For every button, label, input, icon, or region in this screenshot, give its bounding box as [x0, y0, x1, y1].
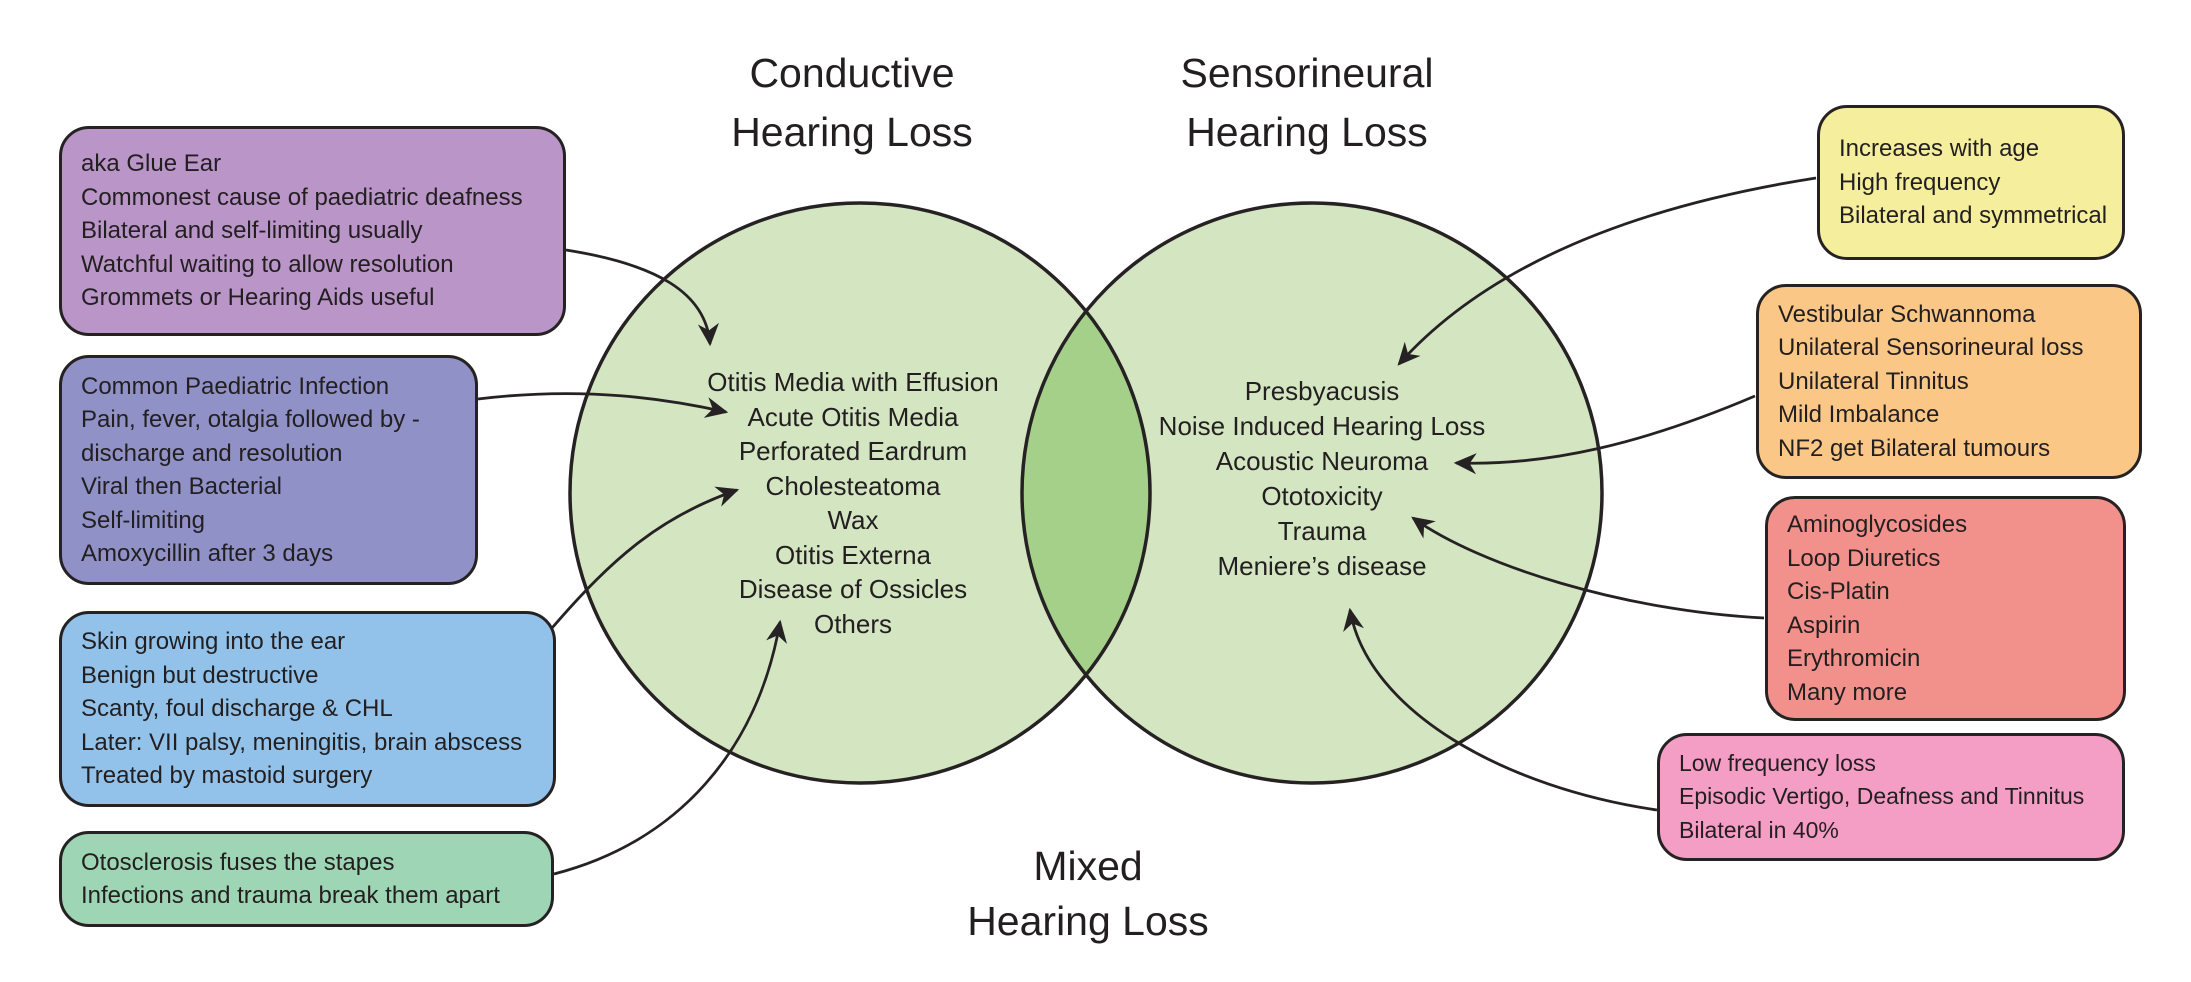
arrow-age-to-presbyacusis [1397, 176, 1817, 366]
arrow-schwannoma-to-acoustic-neuroma [1453, 394, 1756, 475]
text-line: Unilateral Sensorineural loss [1778, 334, 2084, 362]
title-line: Hearing Loss [731, 109, 973, 155]
arrow-skin-to-cholesteatoma [550, 486, 740, 629]
text-line: Otitis Externa [774, 539, 932, 570]
text-line: Grommets or Hearing Aids useful [81, 284, 435, 312]
text-line: Bilateral and symmetrical [1839, 202, 2108, 230]
arrow-otosclerosis-to-ossicles [553, 619, 787, 876]
title-line: Hearing Loss [1186, 109, 1428, 155]
title-line: Hearing Loss [967, 898, 1209, 944]
text-line: Wax [827, 505, 879, 535]
text-line: High frequency [1839, 168, 2001, 196]
text-line: Acoustic Neuroma [1215, 446, 1429, 476]
text-line: Trauma [1277, 516, 1367, 546]
title-line: Sensorineural [1180, 50, 1434, 96]
text-line: Infections and trauma break them apart [81, 882, 500, 909]
text-line: Noise Induced Hearing Loss [1158, 411, 1486, 441]
text-line: Cholesteatoma [765, 470, 941, 501]
title-mixed-hearing-loss: Mixed Hearing Loss [828, 839, 1348, 949]
text-line: Others [813, 608, 893, 639]
text-line: Bilateral in 40% [1679, 816, 1839, 843]
text-line: Otosclerosis fuses the stapes [81, 848, 395, 876]
text-line: Scanty, foul discharge & CHL [81, 695, 393, 723]
text-line: Otitis Media with Effusion [707, 367, 999, 397]
text-line: Viral then Bacterial [81, 473, 282, 500]
arrow-drugs-to-ototoxicity [1411, 516, 1765, 620]
text-line: Increases with age [1839, 135, 2040, 163]
text-line: Ototoxicity [1261, 481, 1383, 511]
title-line: Mixed [1033, 843, 1143, 889]
text-line: Bilateral and self-limiting usually [81, 217, 423, 245]
sensorineural-circle [1022, 203, 1602, 783]
text-line: Common Paediatric Infection [81, 372, 390, 400]
title-conductive-hearing-loss: Conductive Hearing Loss [592, 44, 1112, 162]
text-line: Vestibular Schwannoma [1778, 300, 2036, 328]
text-line: Meniere’s disease [1217, 551, 1427, 581]
text-line: NF2 get Bilateral tumours [1778, 434, 2051, 462]
arrow-infection-to-acute-otitis-media [477, 392, 729, 418]
text-line: Aminoglycosides [1787, 511, 1968, 538]
arrow-glue-ear-to-otitis-media-effusion [565, 248, 719, 347]
text-line: Later: VII palsy, meningitis, brain absc… [81, 728, 523, 756]
text-line: Treated by mastoid surgery [81, 762, 373, 790]
text-line: aka Glue Ear [81, 150, 222, 178]
text-line: Cis-Platin [1787, 578, 1890, 605]
text-line: Loop Diuretics [1787, 544, 1941, 572]
text-line: Unilateral Tinnitus [1778, 367, 1969, 395]
overlap-lens [1022, 311, 1150, 675]
text-line: Pain, fever, otalgia followed by - [81, 406, 420, 433]
text-line: Commonest cause of paediatric deafness [81, 183, 523, 211]
sensorineural-circle-outline [1020, 201, 1604, 785]
text-line: Perforated Eardrum [738, 436, 968, 466]
text-line: Acute Otitis Media [747, 401, 959, 432]
text-line: Many more [1787, 678, 1908, 706]
text-line: Skin growing into the ear [81, 628, 346, 656]
title-line: Conductive [749, 50, 955, 96]
text-line: Low frequency loss [1679, 749, 1876, 776]
text-line: Amoxycillin after 3 days [81, 540, 334, 567]
text-line: Self-limiting [81, 506, 206, 534]
conductive-circle-outline [568, 201, 1152, 785]
text-line: Mild Imbalance [1778, 401, 1940, 429]
title-sensorineural-hearing-loss: Sensorineural Hearing Loss [1047, 44, 1567, 162]
text-line: Presbyacusis [1244, 376, 1400, 406]
text-line: discharge and resolution [81, 439, 343, 467]
text-line: Disease of Ossicles [738, 574, 968, 604]
arrow-vertigo-to-menieres [1343, 607, 1658, 812]
text-line: Episodic Vertigo, Deafness and Tinnitus [1679, 783, 2085, 810]
text-line: Erythromicin [1787, 645, 1921, 672]
conductive-circle [570, 203, 1150, 783]
text-line: Watchful waiting to allow resolution [81, 250, 454, 278]
text-line: Aspirin [1787, 611, 1861, 639]
text-line: Benign but destructive [81, 661, 319, 689]
